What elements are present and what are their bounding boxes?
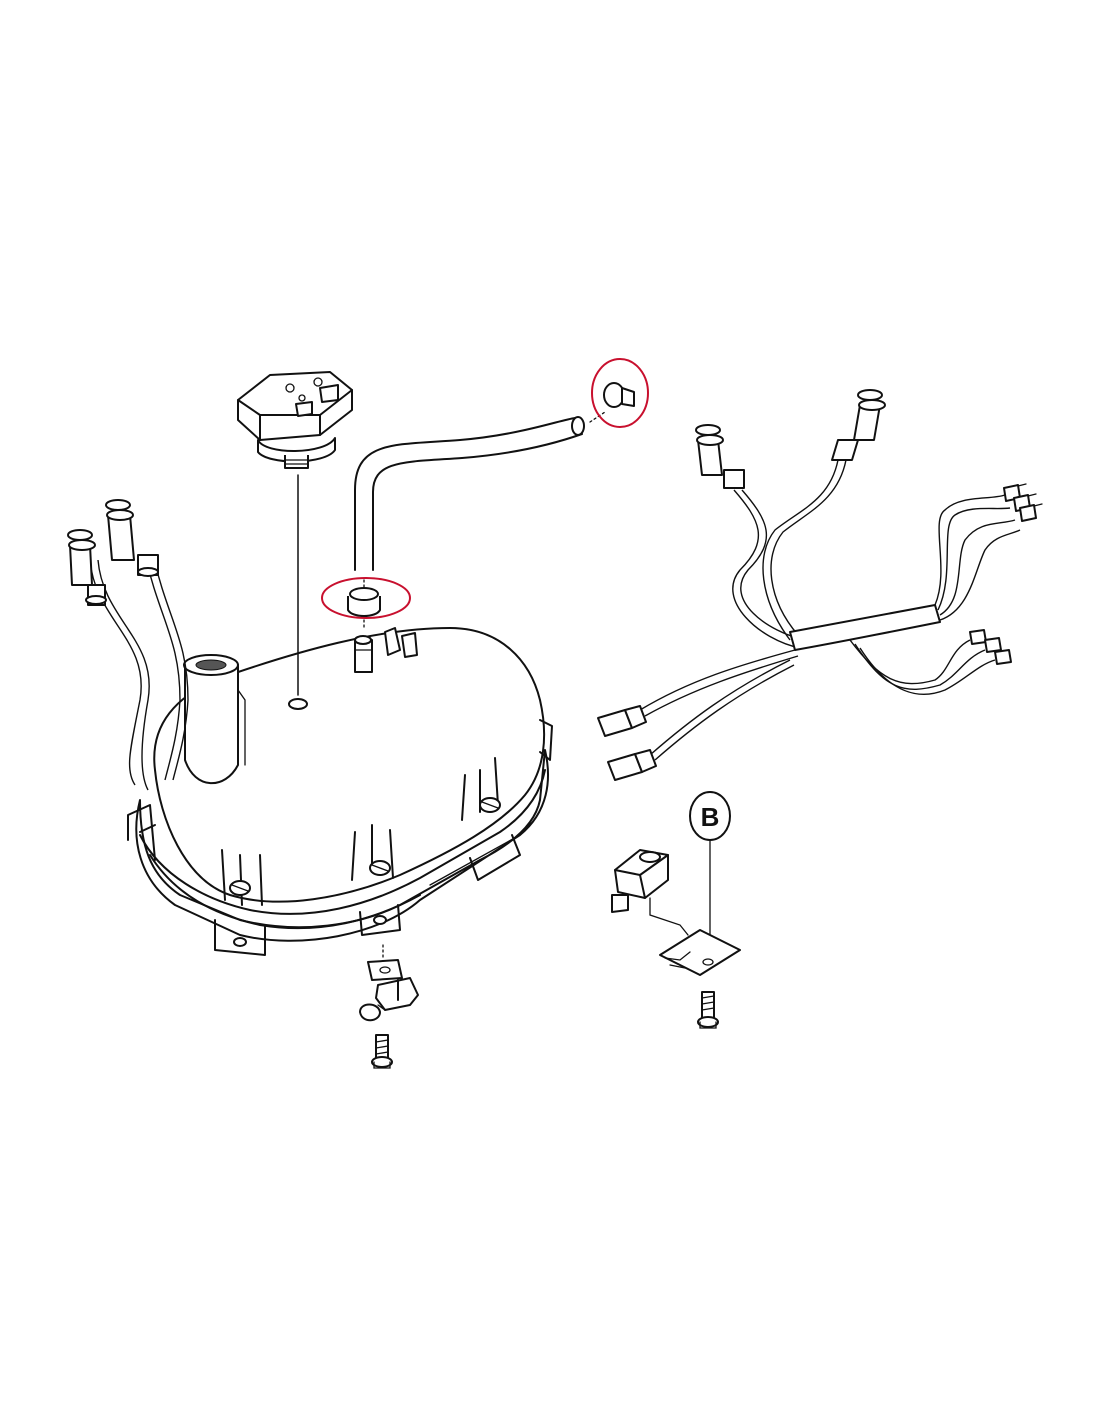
harness-connectors-upper xyxy=(1003,483,1043,522)
thermal-fuse xyxy=(611,849,689,936)
highlight-ellipse-bottom xyxy=(321,577,411,619)
harness-connectors-lower xyxy=(969,629,1012,665)
hose-clamp-bottom[interactable] xyxy=(321,577,411,631)
mounting-bracket xyxy=(659,929,741,976)
silicone-hose[interactable] xyxy=(354,411,606,571)
harness-terminal-2 xyxy=(831,389,886,461)
callout-b-screw xyxy=(697,991,719,1029)
terminal-post-left-2 xyxy=(105,499,159,577)
terminal-post-left-1 xyxy=(67,529,107,606)
inlet-nipple xyxy=(354,635,373,673)
hose-clamp-top[interactable] xyxy=(591,358,649,428)
thermostat-mount-hole xyxy=(288,698,308,710)
callout-b-text: B xyxy=(701,802,720,832)
callout-b-group[interactable]: B xyxy=(611,791,741,1029)
top-clips xyxy=(384,627,418,658)
outlet-pipe xyxy=(183,654,246,785)
tab-screws xyxy=(229,797,501,947)
safety-thermostat[interactable] xyxy=(359,944,419,1069)
wire-harness[interactable] xyxy=(597,389,1043,781)
callout-b-label: B xyxy=(689,791,731,841)
safety-thermostat-screw xyxy=(371,1034,393,1069)
highlight-circle-top xyxy=(591,358,649,428)
cover-tabs xyxy=(127,719,553,956)
heating-element-wires-left[interactable] xyxy=(67,499,189,791)
thermostat[interactable] xyxy=(237,371,353,696)
harness-terminal-1 xyxy=(695,424,745,489)
boiler-tank[interactable] xyxy=(127,627,553,956)
harness-connector-left-2 xyxy=(607,749,657,781)
harness-connector-left-1 xyxy=(597,705,647,737)
